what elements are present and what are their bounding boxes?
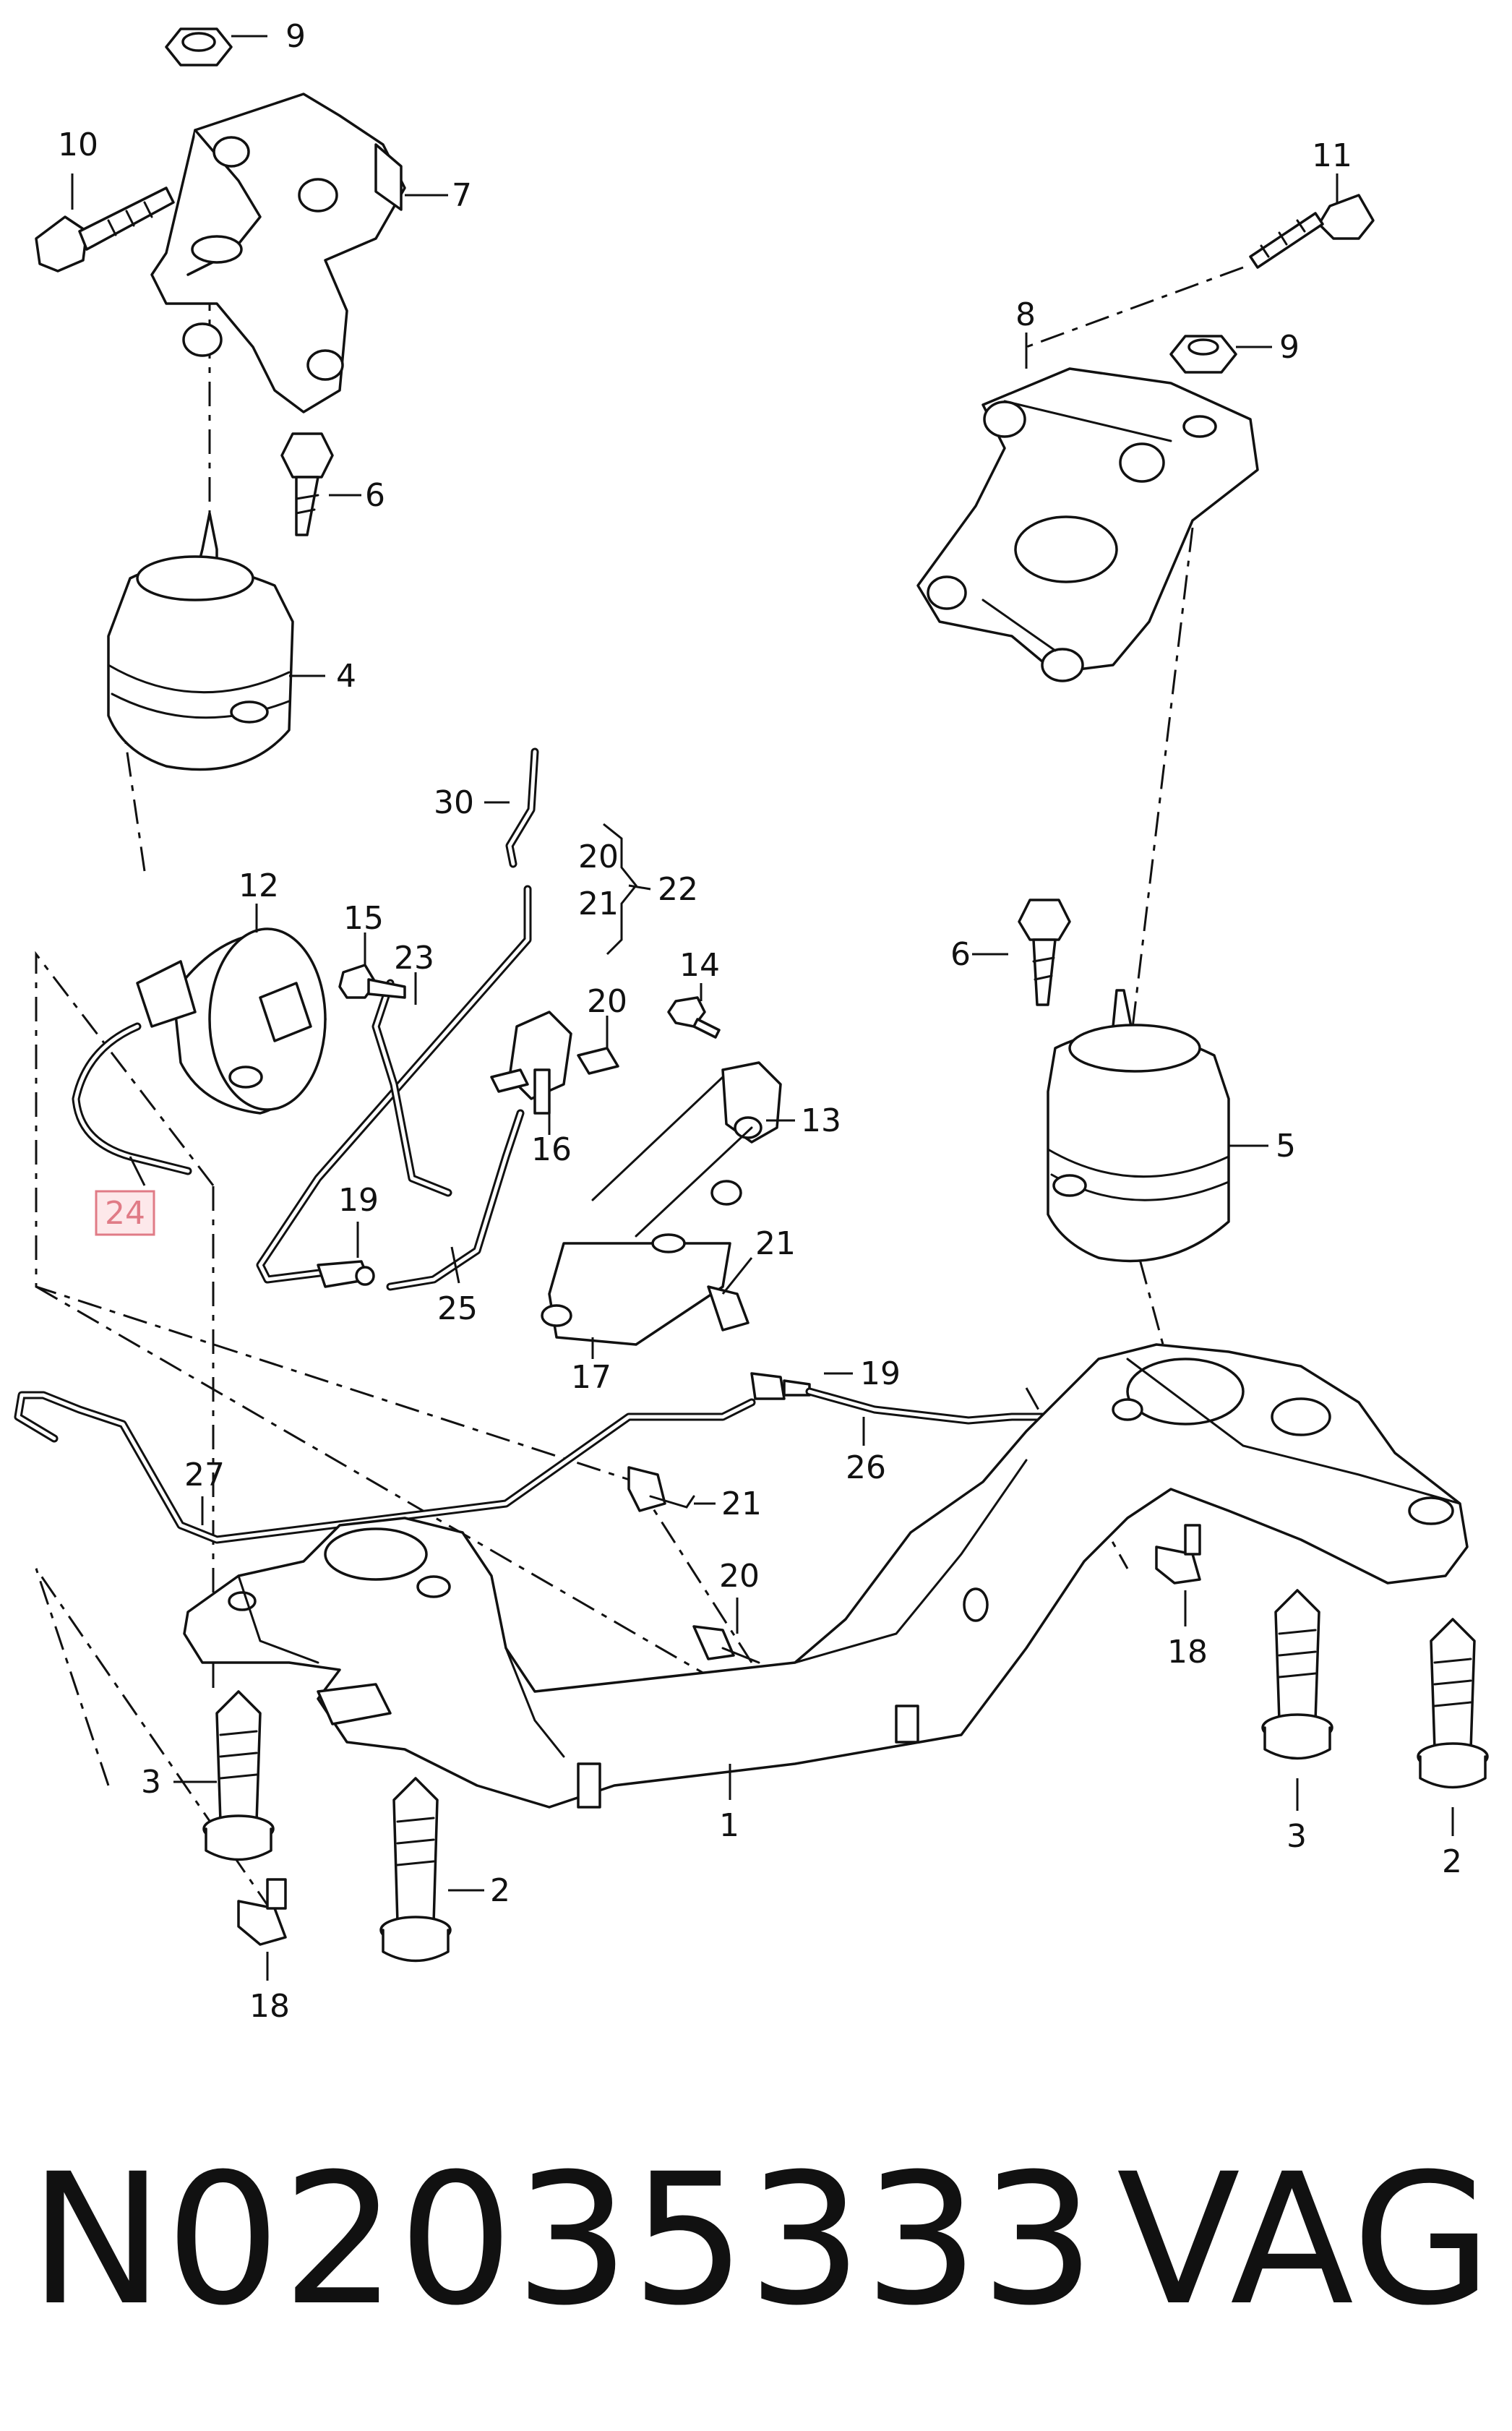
clip-21-bottom (627, 1466, 695, 1512)
callout-16: 16 (531, 1131, 572, 1168)
callout-3-right: 3 (1287, 1818, 1307, 1855)
nut-9-right (1169, 335, 1237, 374)
callout-10: 10 (58, 127, 98, 163)
bolt-6-left (280, 432, 334, 536)
callout-5: 5 (1276, 1128, 1296, 1165)
engine-bracket-8 (916, 367, 1259, 682)
callout-18-right: 18 (1167, 1634, 1208, 1671)
bolt-6-right (1018, 899, 1071, 1006)
callout-23: 23 (394, 940, 434, 977)
callout-17: 17 (571, 1359, 611, 1396)
callout-20-mid: 20 (587, 983, 627, 1020)
engine-mount-4 (107, 512, 294, 771)
bolt-3-left (202, 1690, 275, 1861)
engine-bracket-7 (150, 93, 406, 413)
hose-26 (805, 1387, 1088, 1425)
bolt-15 (338, 964, 406, 999)
callout-22: 22 (658, 871, 698, 908)
bracket-17 (541, 1076, 753, 1346)
callout-25: 25 (437, 1290, 478, 1327)
callout-9-top: 9 (285, 18, 306, 55)
callout-21-bracket: 21 (578, 886, 619, 922)
callout-20-bracket: 20 (578, 839, 619, 875)
callout-6-right: 6 (950, 936, 971, 973)
callout-15: 15 (343, 900, 384, 937)
footer: N02035333 VAG (29, 2135, 1493, 2345)
callout-12: 12 (239, 867, 279, 904)
callout-21-bottom: 21 (721, 1485, 762, 1522)
vacuum-hoses (256, 885, 532, 1291)
bracket-13 (710, 1061, 782, 1206)
callout-11: 11 (1312, 137, 1352, 174)
fitting-18-left (237, 1878, 287, 1946)
callout-20-bottom: 20 (719, 1558, 760, 1595)
assembly-center-lines (35, 239, 1244, 1916)
callout-24: 24 (105, 1195, 145, 1232)
callout-labels: 9 10 7 6 4 11 8 9 6 5 12 15 23 30 20 21 … (58, 18, 1462, 2025)
connector-19-right (750, 1372, 811, 1400)
callout-18-left: 18 (249, 1988, 290, 2025)
callout-9-right: 9 (1279, 329, 1300, 366)
callout-30: 30 (434, 784, 474, 821)
callout-19-right: 19 (860, 1355, 901, 1392)
part-number: N02035333 (29, 2135, 1096, 2345)
vacuum-unit-12 (136, 927, 327, 1115)
hose-30 (505, 747, 539, 868)
callout-2-left: 2 (490, 1872, 510, 1909)
fitting-18-right (1155, 1524, 1201, 1585)
callout-7: 7 (452, 177, 472, 214)
engine-mount-5 (1047, 989, 1230, 1263)
nut-9-top (165, 27, 233, 67)
callout-3-left: 3 (141, 1764, 161, 1801)
clip-21-right (707, 1285, 749, 1332)
callout-2-right: 2 (1442, 1843, 1462, 1880)
callout-19-left: 19 (338, 1182, 379, 1219)
leader-lines (71, 35, 1454, 1981)
pipe-27 (14, 1391, 756, 1544)
bolt-2-right (1417, 1618, 1489, 1789)
callout-26: 26 (846, 1449, 886, 1486)
subframe-1 (183, 1343, 1469, 1809)
callout-13: 13 (801, 1102, 841, 1139)
callout-4: 4 (336, 658, 356, 695)
valve-16 (490, 1011, 572, 1115)
bolt-14 (667, 996, 721, 1039)
hose-24 (72, 1022, 192, 1175)
bolt-11 (1249, 194, 1375, 269)
brand-name: VAG (1117, 2135, 1493, 2345)
callout-14: 14 (679, 947, 720, 984)
callout-1: 1 (719, 1807, 739, 1844)
clip-20-top (577, 1047, 619, 1075)
callout-27: 27 (184, 1457, 225, 1493)
callout-6-left: 6 (365, 477, 385, 514)
bolt-10 (35, 186, 175, 273)
callout-21-right: 21 (755, 1225, 796, 1262)
callout-8: 8 (1015, 296, 1036, 333)
bolt-3-right (1261, 1589, 1333, 1760)
clip-20-bottom (692, 1625, 760, 1664)
bolt-2-left (379, 1777, 452, 1963)
callout-24-highlight-box (95, 1190, 155, 1236)
